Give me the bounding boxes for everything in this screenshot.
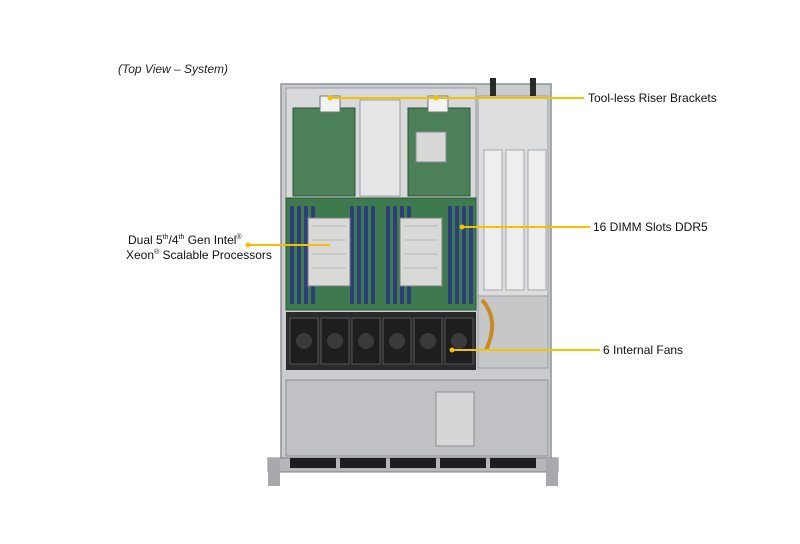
callout-dots	[245, 95, 465, 353]
front-bay	[285, 379, 549, 457]
riser-card-left	[292, 107, 356, 197]
cpu-line1: Dual 5th/4th Gen Intel®	[128, 233, 242, 247]
cpu-text-c: Gen Intel	[184, 233, 237, 247]
cpu-text-a: Dual 5	[128, 233, 163, 247]
front-vents	[290, 458, 536, 468]
cpu-sup-3: ®	[236, 234, 242, 241]
riser-brackets-label: Tool-less Riser Brackets	[588, 91, 717, 105]
psu-handle-2	[530, 78, 536, 96]
processors-label: Dual 5th/4th Gen Intel® Xeon® Scalable P…	[126, 233, 272, 263]
cpu-sup-4: ®	[154, 249, 160, 256]
heatsink-fins	[312, 225, 438, 269]
cable-bundle	[480, 298, 494, 351]
cpu-heatsink-2	[399, 217, 443, 287]
psu-handle-1	[490, 78, 496, 96]
riser-heatsink	[415, 131, 447, 163]
psu-slot-2	[505, 149, 525, 291]
cpu-sup-2: th	[178, 234, 185, 241]
psu-slot-1	[483, 149, 503, 291]
internal-fans-label: 6 Internal Fans	[603, 343, 684, 357]
dimm-slots-label: 16 DIMM Slots DDR5	[593, 220, 708, 234]
cpu-text-d: Xeon	[126, 248, 155, 262]
view-caption: (Top View – System)	[118, 62, 229, 76]
fan-hubs	[296, 333, 467, 349]
psu-slot-3	[527, 149, 547, 291]
riser-center	[359, 99, 401, 197]
front-ear-left	[268, 458, 280, 486]
front-ear-right	[546, 458, 558, 486]
front-bay-plate	[435, 391, 475, 447]
cpu-text-e: Scalable Processors	[159, 248, 272, 262]
cpu-line2: Xeon® Scalable Processors	[126, 248, 272, 263]
cpu-text-b: /4	[168, 233, 179, 247]
cpu-heatsink-1	[307, 217, 351, 287]
cpu-sup-1: th	[162, 234, 169, 241]
callout-lines	[248, 97, 600, 351]
riser-bracket-right	[427, 95, 449, 113]
